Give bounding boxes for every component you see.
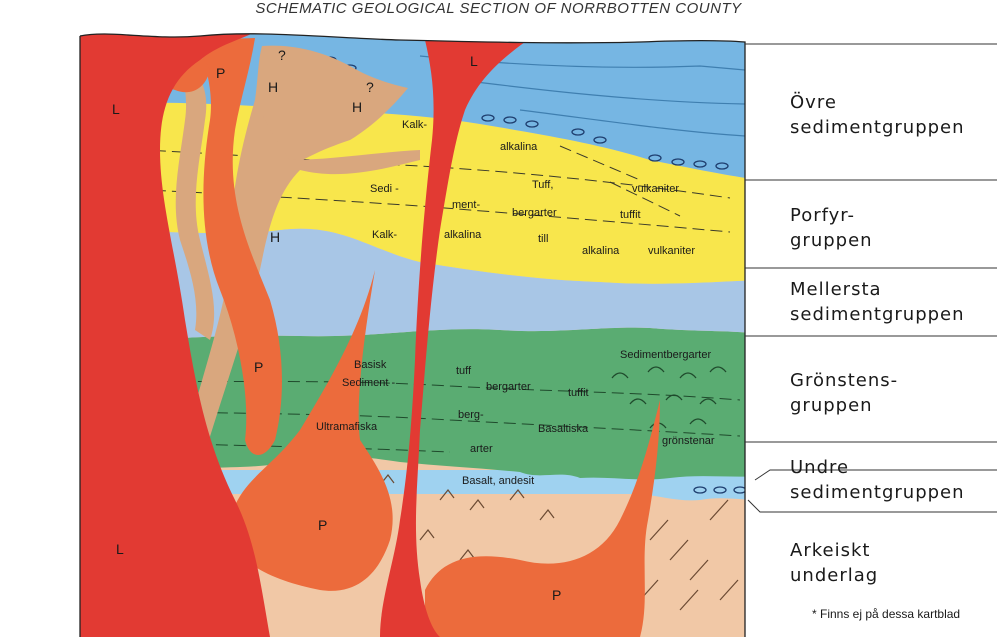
label-sediment: Sediment -	[342, 377, 396, 389]
label-basisk: Basisk	[354, 359, 387, 371]
label-H-mid: H	[270, 229, 280, 245]
legend-gronstensgruppen: Grönstens- gruppen	[790, 368, 898, 418]
label-till: till	[538, 233, 548, 245]
label-alkalina-upper: alkalina	[500, 141, 538, 153]
label-question-2: ?	[366, 79, 374, 95]
label-arter: arter	[470, 443, 493, 455]
label-L-top: L	[112, 101, 120, 117]
legend-porfyrgruppen: Porfyr- gruppen	[790, 203, 873, 253]
label-basalt-andesit: Basalt, andesit	[462, 475, 534, 487]
label-vulkaniter-lower: vulkaniter	[648, 245, 695, 257]
label-tuff-comma: Tuff,	[532, 179, 553, 191]
label-L-central: L	[470, 53, 478, 69]
label-tuffit-upper: tuffit	[620, 209, 641, 221]
label-vulkaniter-upper: vulkaniter	[632, 183, 679, 195]
legend-arkeiskt-underlag: Arkeiskt underlag	[790, 538, 878, 588]
label-ultramafiska: Ultramafiska	[316, 421, 378, 433]
label-berg: berg-	[458, 409, 484, 421]
label-H-right: H	[352, 99, 362, 115]
label-ment: ment-	[452, 199, 480, 211]
legend-undre-sedimentgruppen: Undre sedimentgruppen	[790, 455, 965, 505]
label-tuff: tuff	[456, 365, 472, 377]
legend-ovre-sedimentgruppen: Övre sedimentgruppen	[790, 90, 965, 140]
label-sedi: Sedi -	[370, 183, 399, 195]
label-kalk-upper: Kalk-	[402, 119, 427, 131]
label-L-bottom: L	[116, 541, 124, 557]
label-question-1: ?	[278, 47, 286, 63]
label-P-lower-right: P	[552, 587, 561, 603]
label-bergarter-upper: bergarter	[512, 207, 557, 219]
label-basaltiska: Basaltiska	[538, 423, 589, 435]
label-gronstenar: grönstenar	[662, 435, 715, 447]
label-P-lower-left: P	[318, 517, 327, 533]
legend-mellersta-sedimentgruppen: Mellersta sedimentgruppen	[790, 277, 965, 327]
label-alkalina-mid: alkalina	[444, 229, 482, 241]
label-alkalina-lower: alkalina	[582, 245, 620, 257]
label-kalk-lower: Kalk-	[372, 229, 397, 241]
label-P-top: P	[216, 65, 225, 81]
label-sedimentbergarter: Sedimentbergarter	[620, 349, 711, 361]
label-H-top: H	[268, 79, 278, 95]
label-bergarter-mid: bergarter	[486, 381, 531, 393]
label-P-mid: P	[254, 359, 263, 375]
label-tuffit-mid: tuffit	[568, 387, 589, 399]
footnote: * Finns ej på dessa kartblad	[812, 607, 960, 621]
